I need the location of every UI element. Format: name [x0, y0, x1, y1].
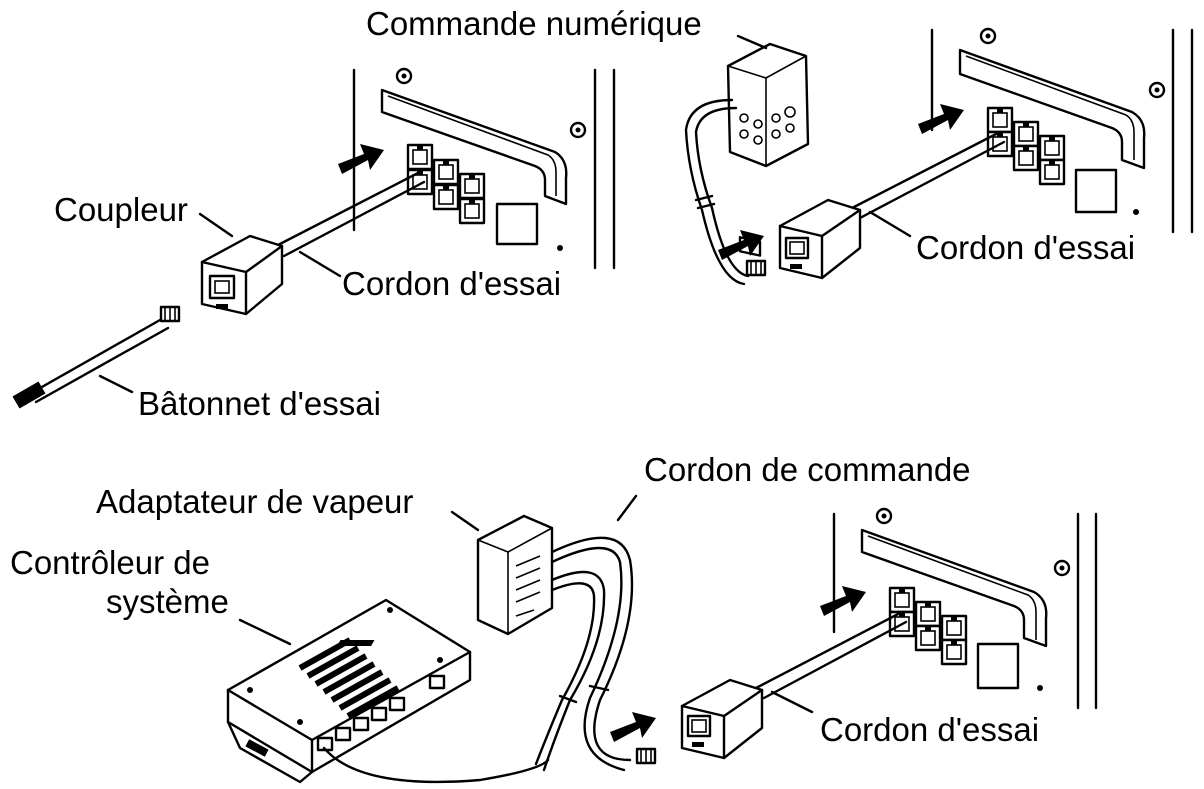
board-ports-3 — [888, 586, 968, 666]
insert-arrow-icon — [820, 586, 866, 616]
panel-coupler-test — [12, 67, 616, 409]
label-batonnet-essai: Bâtonnet d'essai — [138, 385, 381, 422]
panel-system-controller — [226, 494, 1098, 784]
label-cordon-essai-1: Cordon d'essai — [342, 265, 562, 302]
label-cordon-commande: Cordon de commande — [644, 451, 971, 488]
coupler-device — [200, 234, 284, 316]
label-controleur-line1: Contrôleur de — [10, 544, 210, 581]
board-ports-2 — [986, 106, 1066, 186]
label-cordon-essai-3: Cordon d'essai — [820, 711, 1040, 748]
insert-arrow-icon — [610, 712, 656, 742]
rj-plug-icon — [159, 305, 181, 323]
label-adaptateur-vapeur: Adaptateur de vapeur — [96, 483, 414, 520]
panel-digital-control — [684, 27, 1194, 286]
rj-plug-icon — [745, 259, 767, 277]
label-cordon-essai-2: Cordon d'essai — [916, 229, 1136, 266]
insert-arrow-icon — [338, 144, 384, 174]
label-controleur-line2: système — [106, 583, 229, 620]
rj-plug-icon — [635, 747, 657, 765]
insert-arrow-icon — [918, 104, 964, 134]
digital-keypad-device — [726, 42, 810, 257]
label-commande-numerique: Commande numérique — [366, 5, 702, 42]
system-controller-device — [226, 598, 472, 784]
steam-adapter-device — [476, 514, 554, 636]
label-coupleur: Coupleur — [54, 191, 188, 228]
